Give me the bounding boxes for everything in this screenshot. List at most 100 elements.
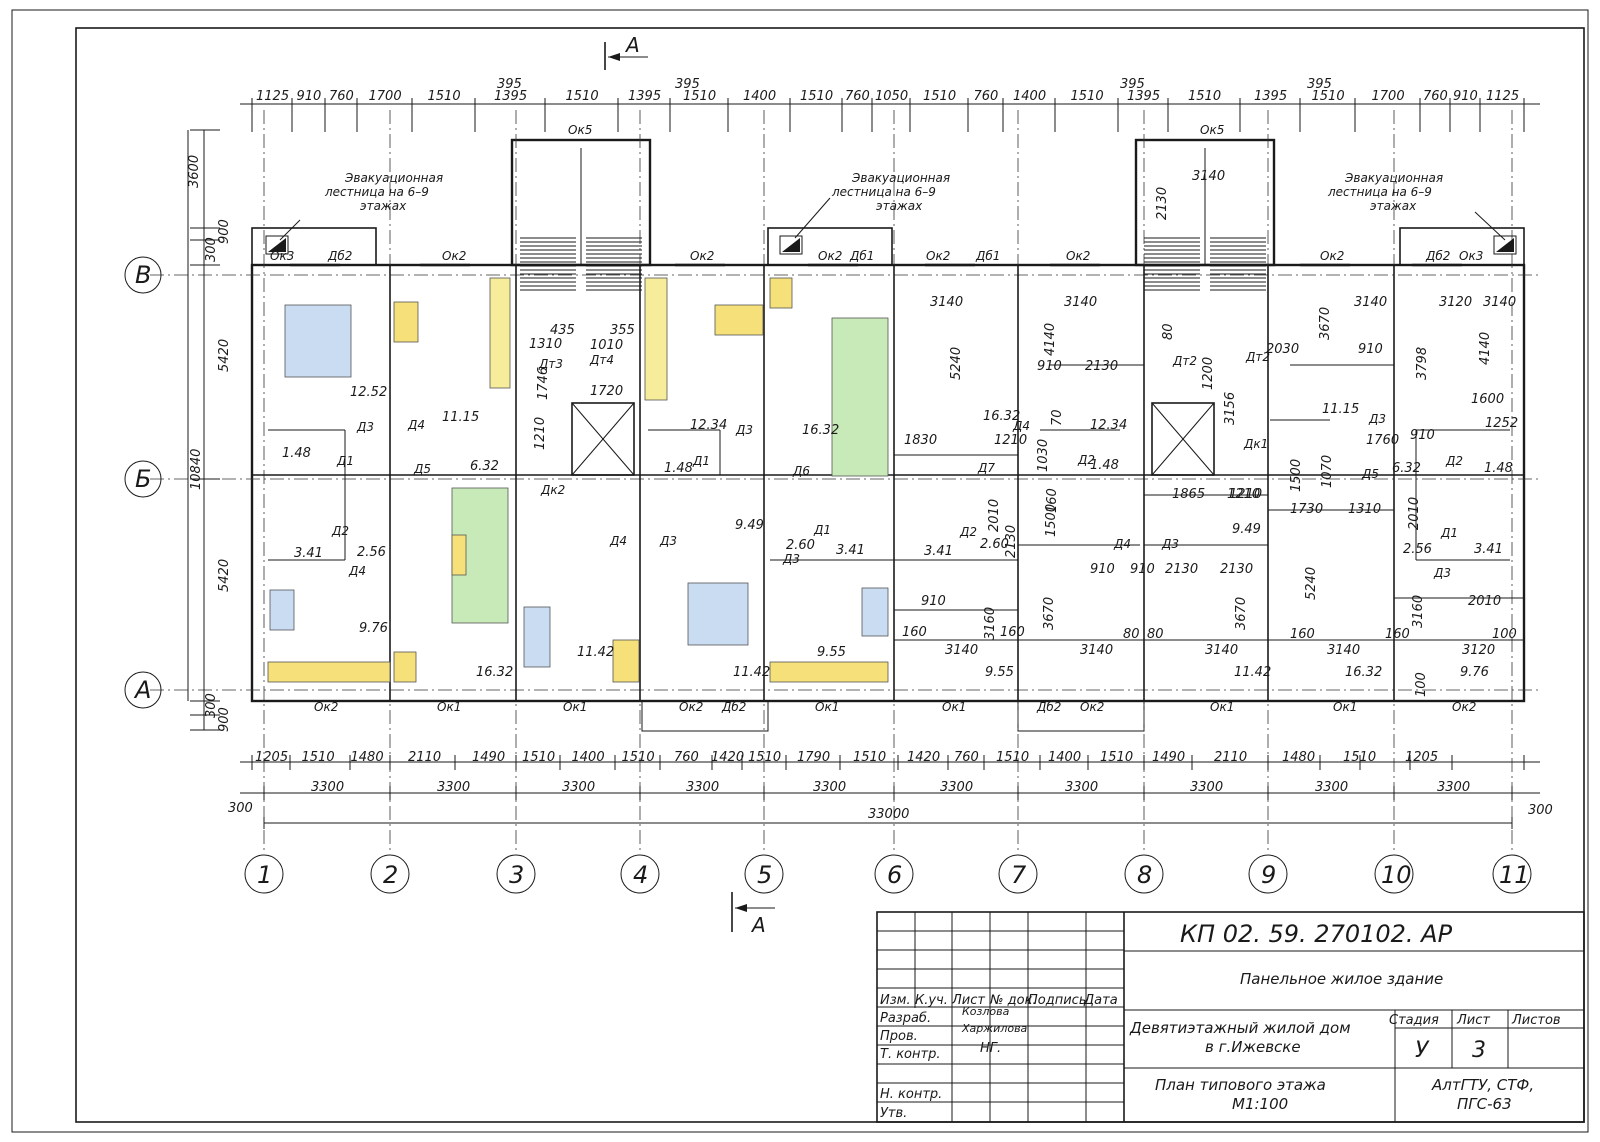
window-label-bottom: Дб2 xyxy=(1036,700,1061,714)
window-label-top: Дб1 xyxy=(975,249,1000,263)
svg-text:№ док.: № док. xyxy=(989,993,1037,1008)
dim-bottom-1: 1400 xyxy=(572,750,605,765)
title-block: КП 02. 59. 270102. АР Панельное жилое зд… xyxy=(876,911,1585,1123)
window-label-top: Дб1 xyxy=(849,249,874,263)
door-mark: Дк2 xyxy=(540,483,565,497)
axis-row-label: Б xyxy=(135,465,151,493)
dim-bottom-1: 1510 xyxy=(302,750,335,765)
interior-dim: 1030 xyxy=(1036,439,1051,472)
interior-dim: 5240 xyxy=(949,347,964,380)
door-mark: Д4 xyxy=(348,564,366,578)
stamp-sheet-l2: М1:100 xyxy=(1232,1095,1288,1113)
dim-bottom-2: 3300 xyxy=(813,780,846,795)
dim-total: 33000 xyxy=(868,807,909,822)
axis-col-circle xyxy=(370,854,410,894)
dim-300-right: 300 xyxy=(1528,803,1553,818)
window-label-bottom: Ок1 xyxy=(1210,700,1234,714)
door-mark: Д6 xyxy=(792,464,810,478)
evac-note-1: Эвакуационная лестница на 6–9 этажах xyxy=(324,171,443,213)
interior-dim: 910 xyxy=(1358,342,1383,357)
dim-bottom-2: 3300 xyxy=(686,780,719,795)
room-area: 3.41 xyxy=(924,544,953,559)
interior-dim: 160 xyxy=(1290,627,1315,642)
svg-text:Изм.: Изм. xyxy=(880,993,911,1008)
room-area: 9.49 xyxy=(1232,522,1261,537)
dim-top: 1395 xyxy=(494,89,527,104)
dim-bottom-1: 1480 xyxy=(351,750,384,765)
interior-dim: 3120 xyxy=(1462,643,1495,658)
interior-dim: 1500 xyxy=(1044,504,1059,537)
svg-text:Эвакуационная: Эвакуационная xyxy=(851,171,950,185)
axis-col-label: 2 xyxy=(383,861,398,889)
dim-bottom-1: 1510 xyxy=(748,750,781,765)
stamp-sheet-l1: План типового этажа xyxy=(1155,1076,1326,1094)
outer-frame xyxy=(11,9,1589,1133)
window-label-bottom: Ок2 xyxy=(1452,700,1476,714)
axis-row-circle xyxy=(124,671,162,709)
dim-bottom-1: 1205 xyxy=(255,750,288,765)
dim-300-left: 300 xyxy=(228,801,253,816)
dim-bottom-1: 1420 xyxy=(711,750,744,765)
axis-col-circle xyxy=(1374,854,1414,894)
interior-dim: 160 xyxy=(902,625,927,640)
dim-bottom-1: 760 xyxy=(954,750,979,765)
dim-left: 3600 xyxy=(187,155,202,188)
window-label-top: Дб2 xyxy=(327,249,352,263)
door-mark: Д5 xyxy=(413,462,431,476)
interior-dim: 3670 xyxy=(1234,597,1249,630)
interior-dim: 1310 xyxy=(1348,502,1381,517)
svg-text:этажах: этажах xyxy=(1370,199,1417,213)
stamp-project-l1: Девятиэтажный жилой дом xyxy=(1129,1019,1351,1037)
dim-top: 1700 xyxy=(369,89,402,104)
room-area: 12.34 xyxy=(690,418,727,433)
window-label-bottom: Ок2 xyxy=(679,700,703,714)
dim-bottom-1: 1510 xyxy=(1343,750,1376,765)
dim-top: 1510 xyxy=(1312,89,1345,104)
door-mark: Д2 xyxy=(1445,454,1463,468)
svg-text:Дата: Дата xyxy=(1083,993,1118,1008)
interior-dim: 1600 xyxy=(1471,392,1504,407)
window-label-top: Дб2 xyxy=(1425,249,1450,263)
stamp-code: КП 02. 59. 270102. АР xyxy=(1180,920,1453,948)
room-area: 16.32 xyxy=(983,409,1020,424)
evac-note-2: Эвакуационная лестница на 6–9 этажах xyxy=(831,171,950,213)
room-area: 9.55 xyxy=(817,645,846,660)
dim-top: 910 xyxy=(297,89,322,104)
room-area: 6.32 xyxy=(1392,461,1421,476)
room-area: 3.41 xyxy=(294,546,323,561)
building-outline xyxy=(250,138,1526,732)
room-area: 12.34 xyxy=(1090,418,1127,433)
axis-col-label: 6 xyxy=(887,861,902,889)
dim-top: 1510 xyxy=(683,89,716,104)
dim-top: 1510 xyxy=(800,89,833,104)
window-label-top: Ок3 xyxy=(1459,249,1483,263)
dim-left: 300 xyxy=(204,237,219,262)
interior-dim: 3160 xyxy=(1411,595,1426,628)
interior-dim: 910 xyxy=(1090,562,1115,577)
section-mark-top: A xyxy=(604,33,648,70)
window-label-bottom: Ок1 xyxy=(437,700,461,714)
interior-dim: 1070 xyxy=(1320,455,1335,488)
interior-dim: 1010 xyxy=(590,338,623,353)
stamp-sheet-label: Лист xyxy=(1456,1013,1490,1028)
axis-col-label: 5 xyxy=(757,861,772,889)
room-area: 16.32 xyxy=(1345,665,1382,680)
door-mark: Д3 xyxy=(735,423,753,437)
svg-text:этажах: этажах xyxy=(876,199,923,213)
door-mark: Д1 xyxy=(813,523,831,537)
door-mark: Дт3 xyxy=(538,357,563,371)
room-area: 1.48 xyxy=(1484,461,1513,476)
axis-col-label: 8 xyxy=(1137,861,1152,889)
axis-row-circle xyxy=(124,460,162,498)
dim-left: 900 xyxy=(217,219,232,244)
window-label-bottom: Ок1 xyxy=(942,700,966,714)
room-area: 11.42 xyxy=(733,665,770,680)
dim-bottom-1: 1205 xyxy=(1405,750,1438,765)
dim-top: 1125 xyxy=(256,89,289,104)
interior-dim: 3140 xyxy=(1080,643,1113,658)
interior-dim: 80 xyxy=(1161,323,1176,340)
axis-col-circle xyxy=(1124,854,1164,894)
